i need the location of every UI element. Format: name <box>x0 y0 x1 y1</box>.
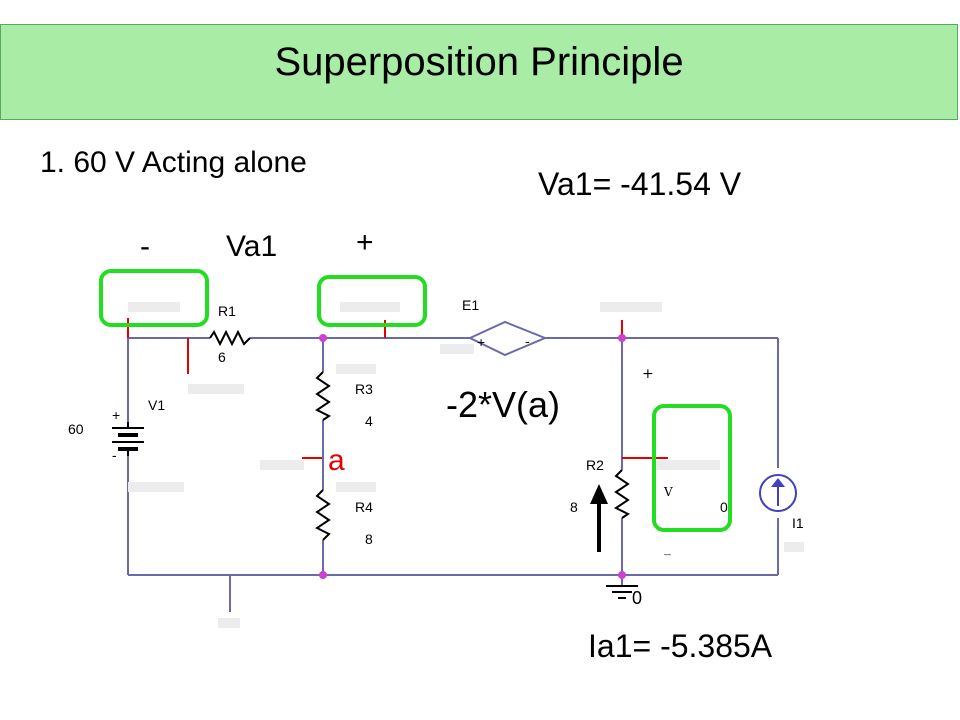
dependent-source-expression: -2*V(a) <box>446 384 561 425</box>
i1-name: I1 <box>792 515 804 531</box>
resistor-r1: R1 6 <box>209 303 251 365</box>
current-arrow <box>590 484 608 552</box>
r1-value: 6 <box>218 349 226 365</box>
node-a-label: a <box>328 444 345 477</box>
dependent-source-e1: E1 + - <box>462 297 548 357</box>
title-banner <box>0 24 958 120</box>
page-title: Superposition Principle <box>274 40 684 84</box>
ia1-result: Ia1= -5.385A <box>588 628 773 664</box>
voltage-source-v1 <box>112 422 144 456</box>
va1-result: Va1= -41.54 V <box>538 166 742 202</box>
resistor-r3: R3 4 <box>315 371 373 429</box>
e1-plus: + <box>477 334 485 350</box>
current-source-i1: I1 0 <box>720 474 804 531</box>
faded-probe-values <box>128 302 804 628</box>
va1-plus-sign: + <box>356 226 374 259</box>
v1-plus: + <box>112 407 120 423</box>
r3-value: 4 <box>365 413 373 429</box>
va1-label: Va1 <box>226 230 278 263</box>
r1-name: R1 <box>218 303 236 319</box>
highlight-voltmeter <box>652 404 732 532</box>
voltmeter-v: V <box>663 485 673 499</box>
r4-name: R4 <box>355 499 373 515</box>
voltmeter-plus: + <box>642 366 654 382</box>
circuit-wires <box>127 337 779 612</box>
resistor-r4: R4 8 <box>315 489 373 547</box>
r2-value: 8 <box>570 499 578 515</box>
v1-value: 60 <box>68 421 84 437</box>
v1-minus: - <box>112 447 117 463</box>
va1-minus-sign: - <box>140 230 150 263</box>
step-heading: 1. 60 V Acting alone <box>40 146 307 179</box>
highlight-boxes <box>99 269 732 532</box>
r4-value: 8 <box>365 531 373 547</box>
e1-minus: - <box>525 333 530 349</box>
ground-symbol <box>606 585 638 599</box>
highlight-plus-node <box>317 275 427 327</box>
node-dots <box>319 334 626 579</box>
voltmeter-minus: _ <box>664 540 671 556</box>
r3-name: R3 <box>355 381 373 397</box>
highlight-minus-node <box>99 269 209 327</box>
ground-value: 0 <box>632 588 642 608</box>
r2-name: R2 <box>586 457 604 473</box>
v1-name: V1 <box>148 397 165 413</box>
e1-name: E1 <box>462 297 479 313</box>
i1-value: 0 <box>720 499 728 515</box>
resistor-r2: R2 8 <box>570 457 630 519</box>
